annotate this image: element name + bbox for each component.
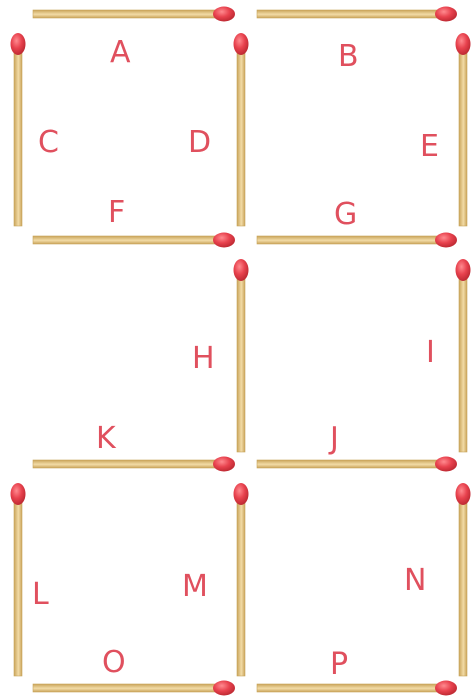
matchstick-body: [459, 42, 467, 226]
label-h: H: [192, 341, 215, 376]
matchstick-bottom-left[interactable]: [33, 681, 235, 696]
label-k: K: [96, 421, 117, 456]
label-d: D: [188, 125, 211, 160]
label-f: F: [108, 195, 125, 230]
label-o: O: [102, 645, 126, 680]
label-c: C: [38, 125, 59, 160]
matchstick-head: [11, 483, 26, 505]
matchstick-col3-mid[interactable]: [456, 259, 471, 452]
matchstick-head: [456, 33, 471, 55]
matchstick-body: [257, 10, 448, 18]
matchstick-body: [257, 684, 448, 692]
matchstick-body: [33, 10, 226, 18]
label-i: I: [426, 335, 435, 370]
matchstick-head: [234, 259, 249, 281]
matchstick-body: [459, 492, 467, 676]
matchstick-head: [435, 233, 457, 248]
matchstick-col2-mid[interactable]: [234, 259, 249, 452]
matchstick-body: [33, 684, 226, 692]
label-a: A: [110, 35, 131, 70]
matchstick-col1-bottom[interactable]: [11, 483, 26, 676]
matchstick-head: [435, 681, 457, 696]
matchstick-body: [14, 42, 22, 226]
matchstick-col2-bottom[interactable]: [234, 483, 249, 676]
matchstick-head: [213, 681, 235, 696]
label-m: M: [182, 569, 208, 604]
matchstick-head: [11, 33, 26, 55]
matchstick-body: [237, 268, 245, 452]
matchstick-head: [456, 483, 471, 505]
matchstick-row2-right[interactable]: [257, 457, 457, 472]
matchstick-row1-right[interactable]: [257, 233, 457, 248]
label-g: G: [334, 197, 357, 232]
matchstick-body: [257, 236, 448, 244]
matchstick-bottom-right[interactable]: [257, 681, 457, 696]
matchstick-head: [213, 457, 235, 472]
matchstick-col3-top[interactable]: [456, 33, 471, 226]
matchstick-head: [213, 7, 235, 22]
matchstick-row1-left[interactable]: [33, 233, 235, 248]
matchstick-body: [237, 42, 245, 226]
label-b: B: [338, 39, 359, 74]
label-j: J: [328, 421, 339, 456]
matchstick-head: [234, 483, 249, 505]
label-p: P: [330, 647, 348, 682]
label-e: E: [420, 129, 439, 164]
matchstick-body: [459, 268, 467, 452]
matchstick-head: [234, 33, 249, 55]
matchstick-body: [33, 460, 226, 468]
label-l: L: [32, 577, 49, 612]
matchstick-head: [435, 7, 457, 22]
matchstick-body: [33, 236, 226, 244]
matchstick-body: [14, 492, 22, 676]
matchstick-row2-left[interactable]: [33, 457, 235, 472]
matchstick-top-right[interactable]: [257, 7, 457, 22]
matchstick-col3-bottom[interactable]: [456, 483, 471, 676]
matchstick-head: [213, 233, 235, 248]
matchstick-head: [456, 259, 471, 281]
matchstick-col1-top[interactable]: [11, 33, 26, 226]
matchstick-top-left[interactable]: [33, 7, 235, 22]
matchstick-body: [237, 492, 245, 676]
matchstick-col2-top[interactable]: [234, 33, 249, 226]
matchstick-head: [435, 457, 457, 472]
label-n: N: [404, 563, 426, 598]
matchstick-body: [257, 460, 448, 468]
